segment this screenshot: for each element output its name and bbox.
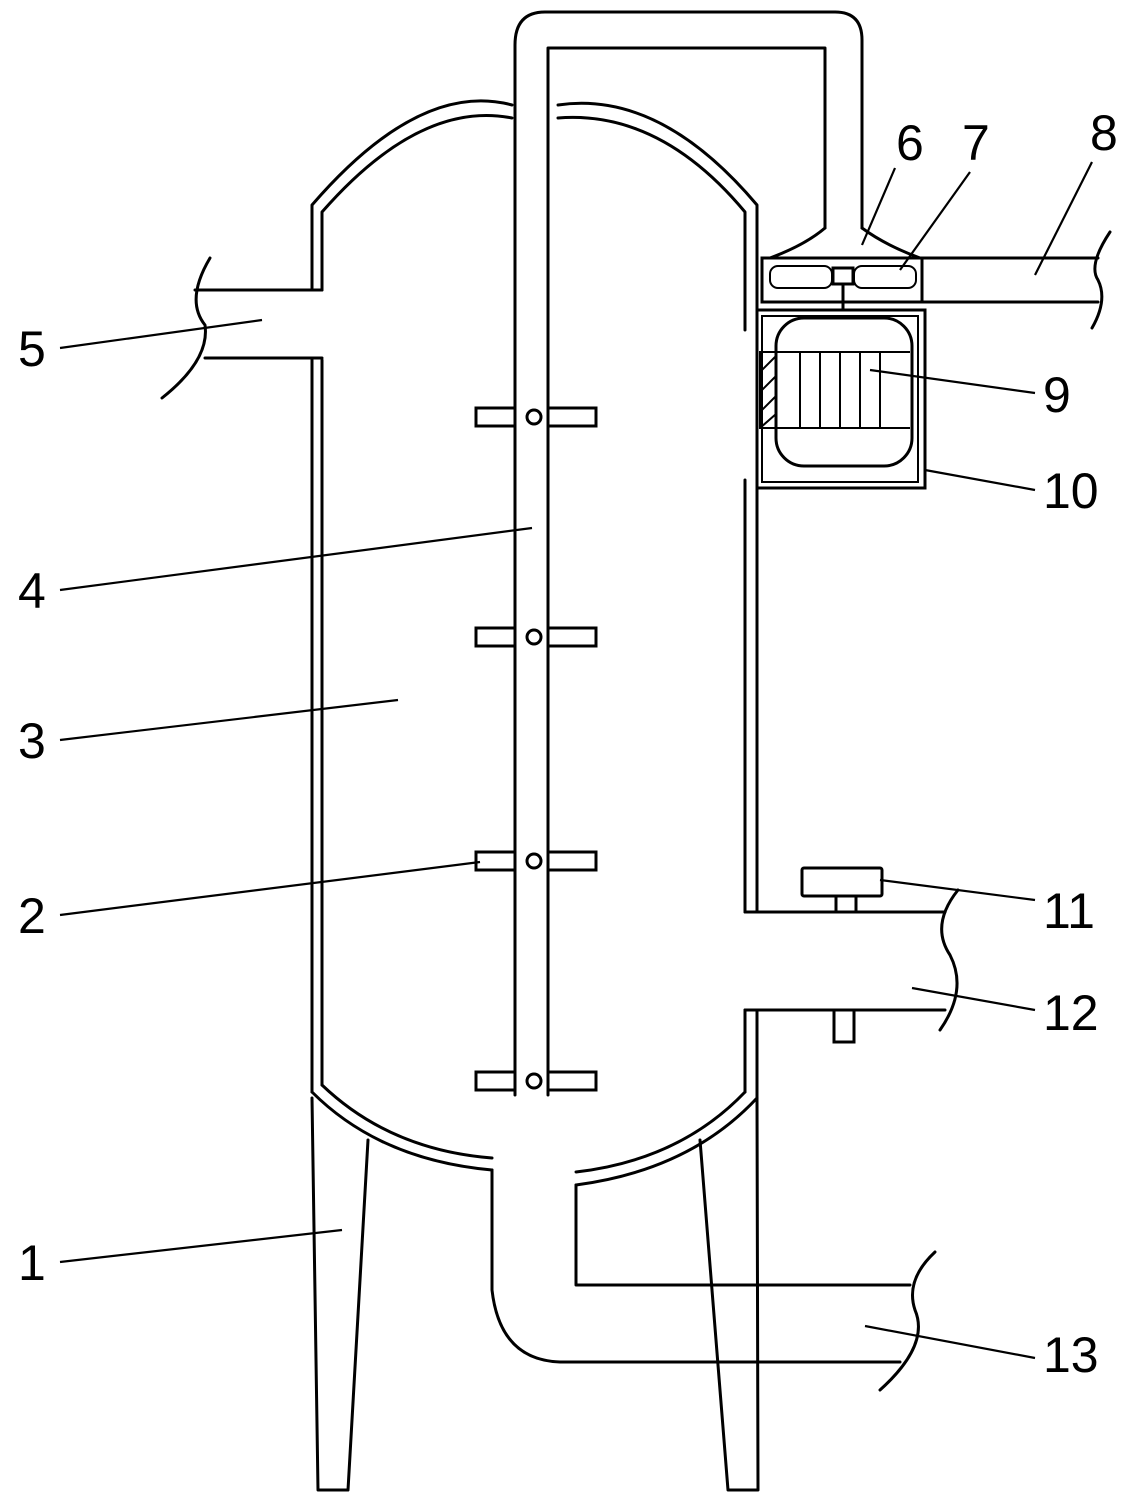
- leader-2: [59, 860, 481, 917]
- part-labels: 1 2 3 4 5 6 7 8 9 10 11 12 13: [18, 105, 1118, 1383]
- leader-lines: [59, 161, 1093, 1360]
- shaft-inner-loop: [546, 46, 827, 1087]
- motor-assembly: [755, 308, 927, 490]
- leg-right: [698, 1096, 760, 1492]
- label-8: 8: [1090, 105, 1118, 161]
- leader-7: [899, 171, 971, 271]
- drain-break-line: [878, 1250, 937, 1392]
- motor-body: [774, 316, 914, 468]
- leg-left: [310, 1096, 370, 1492]
- label-3: 3: [18, 713, 46, 769]
- tank-top-left-inner: [320, 114, 514, 292]
- label-13: 13: [1043, 1327, 1099, 1383]
- tank-bottom-left-outer: [310, 1090, 494, 1172]
- support-legs: [310, 1096, 760, 1492]
- tank-bottom-left-inner: [320, 1083, 494, 1160]
- shaft-outer-loop: [513, 10, 864, 1087]
- label-12: 12: [1043, 985, 1099, 1041]
- bolt-3: [525, 852, 543, 870]
- drain-pipe-outer: [490, 1168, 902, 1364]
- tank-bottom-right-inner: [574, 1090, 747, 1174]
- valve-stem: [834, 894, 858, 914]
- leader-8: [1034, 161, 1093, 276]
- leader-13: [864, 1324, 1036, 1360]
- tank-body: [310, 99, 759, 1187]
- inlet-pipe: [160, 256, 324, 400]
- drain-pipe: [490, 1168, 937, 1392]
- side-outlet-break: [938, 888, 960, 1032]
- leader-10: [924, 468, 1036, 492]
- stirring-blades: [474, 398, 598, 1100]
- valve-handle: [800, 866, 884, 898]
- label-9: 9: [1043, 367, 1071, 423]
- label-7: 7: [962, 115, 990, 171]
- tank-top-right-outer: [556, 101, 759, 332]
- motor-box-inner: [761, 315, 919, 483]
- inlet-break-line: [160, 256, 212, 400]
- bolt-4: [525, 1072, 543, 1090]
- exhaust-break-line: [1090, 230, 1112, 330]
- leader-12: [911, 986, 1036, 1012]
- drain-pipe-inner: [574, 1183, 912, 1287]
- leader-11: [879, 878, 1036, 902]
- label-10: 10: [1043, 463, 1099, 519]
- tank-bottom-right-outer: [574, 1096, 759, 1187]
- tank-top-right-inner: [556, 115, 747, 332]
- leader-1: [59, 1228, 343, 1264]
- bolt-1: [525, 408, 543, 426]
- fan-hub: [831, 266, 855, 286]
- leader-5: [59, 318, 263, 350]
- motor-mount: [759, 351, 777, 429]
- label-6: 6: [896, 115, 924, 171]
- central-shaft: [513, 10, 864, 1087]
- leader-6: [860, 167, 897, 246]
- bolt-2: [525, 628, 543, 646]
- label-11: 11: [1043, 883, 1095, 939]
- side-outlet: [743, 866, 960, 1044]
- fan-hood: [768, 226, 922, 260]
- label-4: 4: [18, 563, 46, 619]
- tank-top-left-outer: [310, 99, 514, 290]
- leader-9: [869, 368, 1036, 395]
- leader-3: [59, 698, 399, 742]
- leader-4: [59, 526, 533, 592]
- label-1: 1: [18, 1235, 46, 1291]
- label-5: 5: [18, 321, 46, 377]
- label-2: 2: [18, 888, 46, 944]
- fan-assembly: [760, 226, 1112, 330]
- valve-bottom-stem: [832, 1008, 856, 1044]
